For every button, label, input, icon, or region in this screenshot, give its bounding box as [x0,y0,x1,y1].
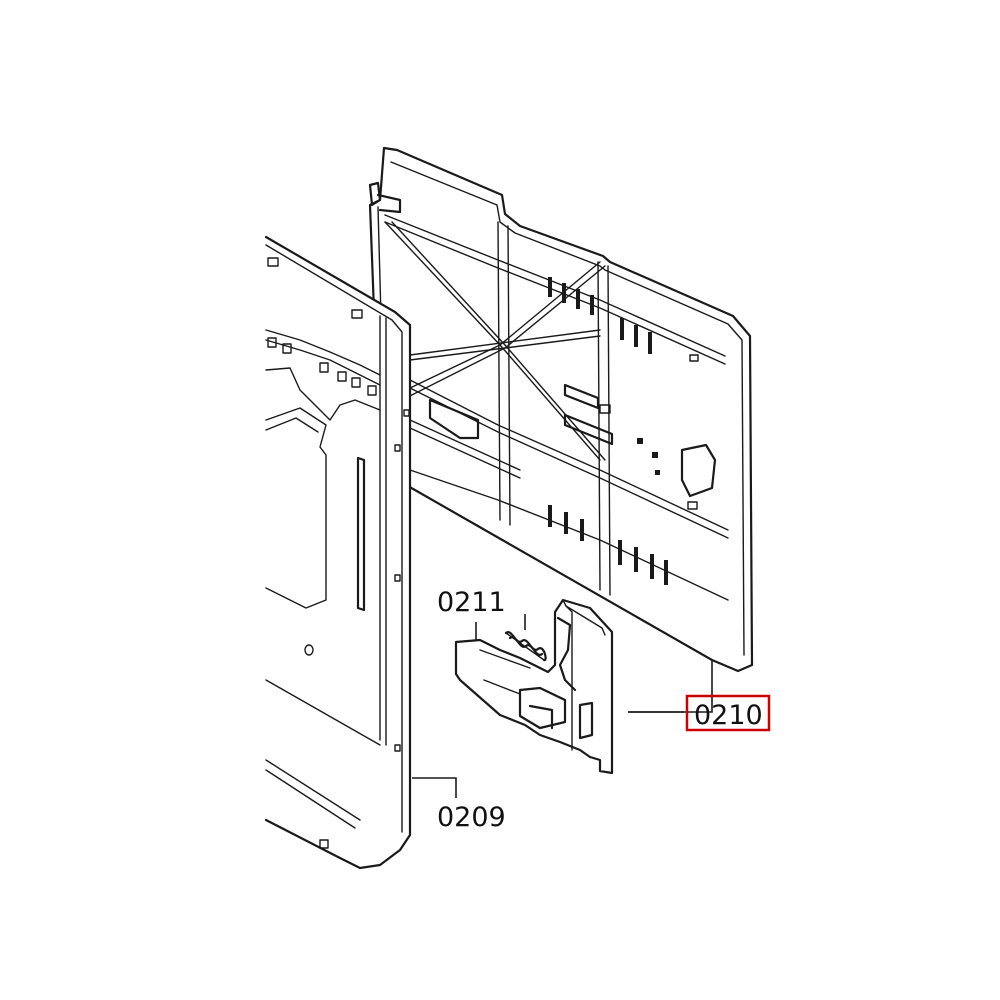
callout-0209: 0209 [437,802,506,833]
callout-0210-highlight-box [685,694,771,732]
rear-panel-part [368,146,754,673]
leader-0209 [412,777,457,798]
spring-part [504,631,547,662]
side-panel-part [264,235,412,870]
bracket-assembly-part [454,598,614,775]
callout-0210: 0210 [694,700,763,731]
callout-0211: 0211 [437,587,506,618]
